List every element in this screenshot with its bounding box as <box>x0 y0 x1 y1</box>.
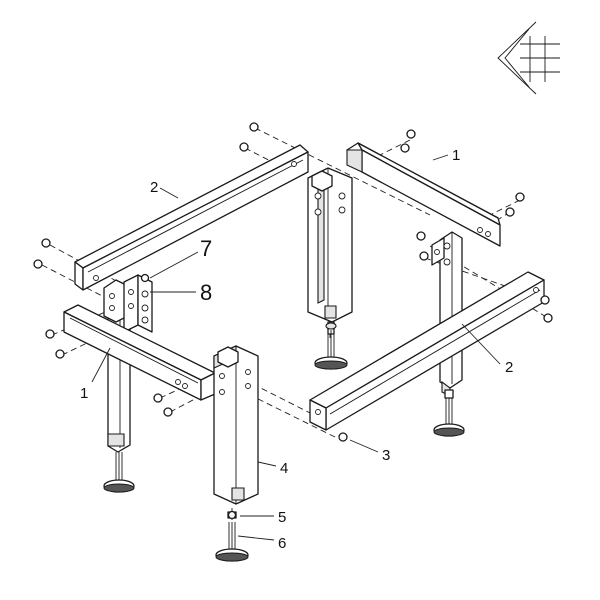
beam-top-left <box>74 144 309 291</box>
grid-chevron-logo-icon <box>497 21 560 95</box>
label-part-1-top: 1 <box>452 147 460 164</box>
corner-bracket <box>123 274 153 333</box>
leader-lines <box>91 154 501 541</box>
leg-back-center <box>307 167 353 370</box>
label-part-3: 3 <box>382 447 390 464</box>
label-part-4: 4 <box>280 460 288 477</box>
label-part-8: 8 <box>200 280 212 305</box>
leg-front-center <box>213 345 259 562</box>
label-part-1-left: 1 <box>80 385 88 402</box>
label-part-6: 6 <box>278 535 286 552</box>
beam-top-right <box>346 142 501 247</box>
label-part-5: 5 <box>278 509 286 526</box>
bolts <box>33 122 553 520</box>
label-part-2-top: 2 <box>150 179 158 196</box>
label-part-2-right: 2 <box>505 359 513 376</box>
label-part-7: 7 <box>200 236 212 261</box>
beam-front-right <box>309 271 545 431</box>
